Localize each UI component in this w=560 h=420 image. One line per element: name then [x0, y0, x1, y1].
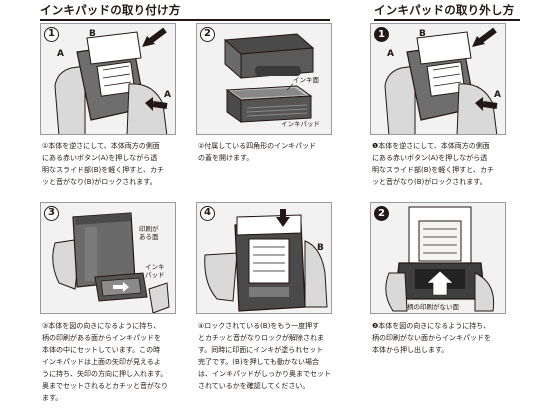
- attach-step-2-illustration: 2 インキ面 インキパッド: [196, 23, 332, 135]
- attach-step-2-caption: ②付属している四角形のインキパッド の蓋を開けます。: [198, 142, 317, 162]
- step-number-badge: 4: [200, 206, 215, 221]
- label-button-a-right: A: [164, 90, 171, 100]
- label-button-a-left: A: [57, 49, 64, 59]
- remove-title-rule: [374, 19, 520, 21]
- label-slide-b: B: [419, 29, 426, 39]
- attach-title-rule: [40, 19, 330, 21]
- attach-step-4-illustration: 4 B: [196, 202, 332, 314]
- remove-section-title: インキパッドの取り外し方: [374, 3, 515, 17]
- remove-step-2-illustration: 2 柄の印刷がない面: [370, 202, 506, 314]
- step-number-badge: 2: [200, 27, 215, 42]
- attach-section-title: インキパッドの取り付け方: [40, 3, 181, 17]
- label-print-side: 印刷が ある面: [139, 225, 159, 241]
- label-slide-b: B: [89, 29, 96, 39]
- step-number-badge: 3: [44, 206, 59, 221]
- attach-step-4-caption: ④ロックされている(B)をもう一度押す とカチッと音がなりロックが解除されま す…: [198, 322, 331, 390]
- attach-step-1-illustration: 1 A B A: [40, 23, 176, 135]
- step-number-badge: 1: [44, 27, 59, 42]
- remove-step-1-caption: ❶本体を逆さにして、本体両方の側面 にある赤いボタン(A)を押しながら透 明なス…: [372, 142, 494, 186]
- attach-step-3-caption: ③本体を図の向きになるように持ち、 柄の印刷がある面からインキパッドを 本体の中…: [42, 322, 168, 402]
- label-ink-pad: インキ パッド: [145, 263, 165, 279]
- label-button-a-left: A: [387, 49, 394, 59]
- remove-step-2-caption: ❷本体を図の向きになるように持ち、 柄の印刷がない面からインキパッドを 本体から…: [372, 322, 491, 354]
- step-number-badge: 1: [374, 27, 389, 42]
- step-number-badge: 2: [374, 206, 389, 221]
- label-no-print-side: 柄の印刷がない面: [407, 303, 459, 311]
- label-button-a-right: A: [494, 90, 501, 100]
- label-slide-b: B: [317, 243, 324, 253]
- remove-step-1-illustration: 1 A B A: [370, 23, 506, 135]
- label-ink-pad: インキパッド: [281, 120, 320, 128]
- attach-step-1-caption: ①本体を逆さにして、本体両方の側面 にある赤いボタン(A)を押しながら透 明なス…: [42, 142, 164, 186]
- label-ink-surface: インキ面: [293, 76, 319, 84]
- attach-step-3-illustration: 3 印刷が ある面 インキ パッド: [40, 202, 176, 314]
